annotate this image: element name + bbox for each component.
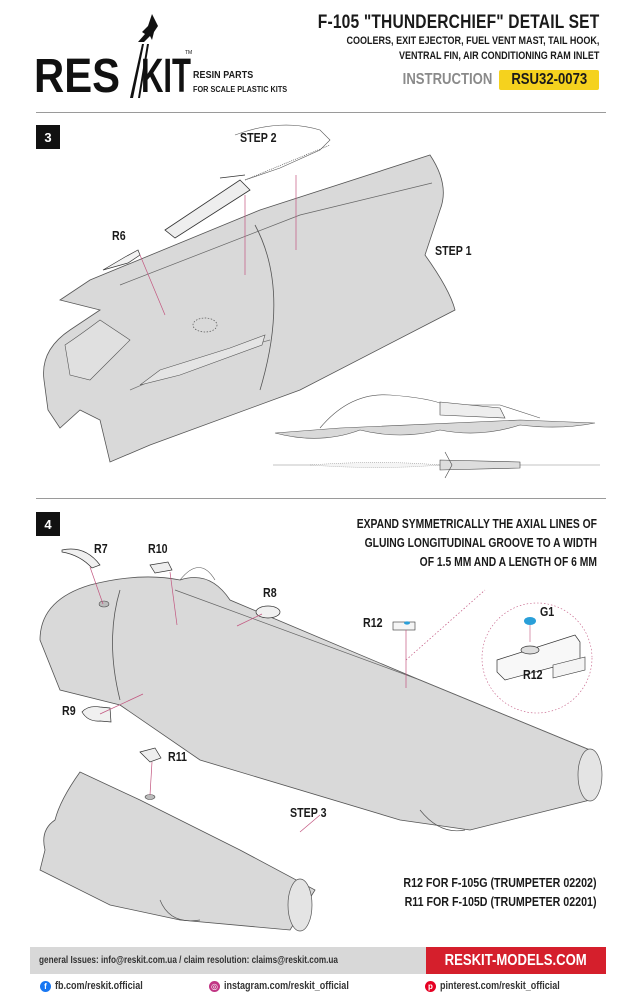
r11-part-drawing: [139, 747, 162, 763]
instruction-row: INSTRUCTION RSU32-0073: [256, 70, 599, 90]
subtitle-line2: VENTRAL FIN, AIR CONDITIONING RAM INLET: [398, 50, 599, 62]
title-block: F-105 "THUNDERCHIEF" DETAIL SET COOLERS,…: [256, 12, 599, 90]
r8-part-drawing: [255, 605, 281, 619]
instagram-icon: ◎: [209, 980, 220, 992]
facebook-link[interactable]: f fb.com/reskit.official: [40, 980, 162, 992]
facebook-icon: f: [40, 980, 51, 992]
step-badge-3: 3: [36, 125, 60, 149]
section4-leader-lines: [89, 566, 486, 833]
label-r7: R7: [94, 541, 108, 556]
instruction-code-badge: RSU32-0073: [498, 70, 599, 90]
document-title: F-105 "THUNDERCHIEF" DETAIL SET: [317, 12, 599, 33]
reskit-logo: RES KIT TM: [34, 12, 194, 103]
label-r11: R11: [168, 749, 187, 764]
svg-text:RES: RES: [34, 50, 120, 102]
header-divider: [36, 112, 606, 113]
step1-side-view-drawing: [273, 394, 600, 479]
note-line-3: OF 1.5 MM AND A LENGTH OF 6 MM: [419, 555, 597, 569]
pinterest-link[interactable]: p pinterest.com/reskit_official: [425, 980, 586, 992]
r12-detail-callout: [481, 602, 593, 714]
label-step2: STEP 2: [240, 130, 277, 145]
note-line-1: EXPAND SYMMETRICALLY THE AXIAL LINES OF: [356, 517, 597, 531]
svg-text:TM: TM: [185, 50, 192, 56]
instruction-label: INSTRUCTION: [402, 71, 493, 88]
label-step1: STEP 1: [435, 243, 472, 258]
r6-part-drawing: [102, 249, 141, 271]
footer-bar: general Issues: info@reskit.com.ua / cla…: [30, 947, 606, 974]
subtitle-line1: COOLERS, EXIT EJECTOR, FUEL VENT MAST, T…: [346, 35, 599, 47]
section3-fuselage-drawing: [43, 154, 456, 463]
tagline-line2: FOR SCALE PLASTIC KITS: [193, 83, 288, 94]
label-r6: R6: [112, 228, 126, 243]
section-divider: [36, 498, 606, 499]
section3-leader-lines: [139, 175, 297, 316]
section4-lower-tail-drawing: [39, 771, 316, 932]
r9-part-drawing: [81, 706, 112, 723]
variant-note: R12 FOR F-105G (TRUMPETER 02202) R11 FOR…: [361, 873, 597, 911]
label-r10: R10: [148, 541, 168, 556]
label-r8: R8: [263, 585, 277, 600]
r10-part-drawing: [149, 561, 173, 574]
website-link[interactable]: RESKIT-MODELS.COM: [426, 947, 606, 974]
label-r12-detail: R12: [523, 667, 543, 682]
contact-emails: general Issues: info@reskit.com.ua / cla…: [30, 947, 426, 974]
variant-line-1: R12 FOR F-105G (TRUMPETER 02202): [403, 875, 597, 890]
variant-line-2: R11 FOR F-105D (TRUMPETER 02201): [405, 894, 597, 909]
reskit-logo-graphic: RES KIT TM: [34, 14, 192, 103]
groove-instruction-note: EXPAND SYMMETRICALLY THE AXIAL LINES OF …: [304, 515, 597, 572]
label-g1: G1: [540, 604, 555, 619]
jet-icon: [138, 14, 158, 42]
instagram-link[interactable]: ◎ instagram.com/reskit_official: [209, 980, 349, 992]
svg-text:KIT: KIT: [141, 50, 191, 102]
label-r9: R9: [62, 703, 76, 718]
note-line-2: GLUING LONGITUDINAL GROOVE TO A WIDTH: [364, 536, 597, 550]
pinterest-icon: p: [425, 980, 436, 992]
label-step3: STEP 3: [290, 805, 327, 820]
step-badge-4: 4: [36, 512, 60, 536]
r12-part-drawing: [392, 621, 416, 631]
section4-fuselage-drawing: [39, 567, 603, 832]
glue-g1-icon: [524, 617, 536, 625]
tagline: RESIN PARTS FOR SCALE PLASTIC KITS: [193, 70, 304, 93]
tagline-line1: RESIN PARTS: [193, 69, 254, 81]
label-r12: R12: [363, 615, 383, 630]
